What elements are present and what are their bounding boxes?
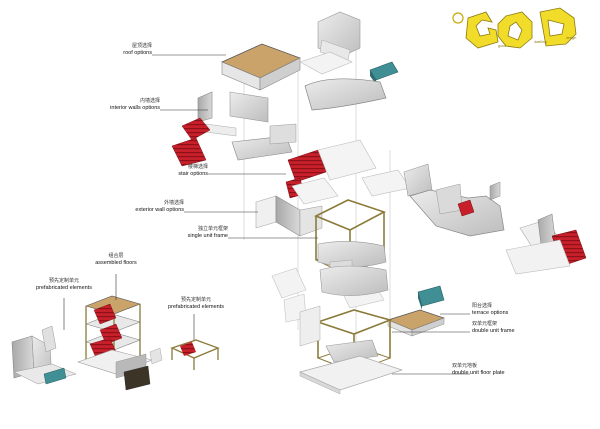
top-wall-element [317,11,361,61]
label-prefab-right-zh: 预先定制单元 [180,297,211,303]
label-prefab-right: 预先定制单元 prefabricated elements [158,297,234,310]
exterior-walls [255,195,323,237]
label-exterior-wall: 外墙选择 exterior wall options [106,200,184,213]
middle-ghost-blocks [291,139,411,205]
double-unit-floor-plate [298,355,404,395]
label-exterior-en: exterior wall options [135,206,184,213]
logo-word-dwelling: dwelling [534,40,547,44]
label-assembled-floors: 组合层 assembled floors [86,253,146,266]
label-roof-options: 屋顶选择 roof options [96,43,152,56]
far-right-elements [505,213,587,275]
label-prefab-left: 预先定制单元 prefabricated elements [26,278,102,291]
logo-mark [452,7,577,49]
label-stair-zh: 楼梯选择 [187,164,208,170]
label-single-unit-frame: 独立单元框架 single unit frame [160,226,228,239]
teal-box-top [369,61,399,84]
label-prefab-left-zh: 预先定制单元 [48,278,79,284]
label-roof-zh: 屋顶选择 [131,43,152,49]
label-interior-zh: 内墙选择 [139,98,160,104]
double-unit-walls [299,305,379,363]
label-interior-walls: 内墙选择 interior walls options [66,98,160,111]
logo-word-design: design [566,36,577,40]
label-terrace-zh: 阳台选择 [472,303,493,309]
label-double-frame-zh: 双单元框架 [472,321,498,327]
right-wall-cluster [403,163,505,237]
label-prefab-left-en: prefabricated elements [36,284,92,291]
label-floor-plate-en: double unit floor plate [452,369,505,376]
stair-left-top [171,117,211,167]
prefab-element-small [170,339,220,370]
logo-word-good: good [498,44,506,48]
label-double-unit-floor-plate: 双单元地板 double unit floor plate [452,363,552,376]
teal-box-terrace [417,285,445,310]
leader-lines [63,54,470,375]
label-exterior-zh: 外墙选择 [163,200,184,206]
label-terrace-options: 阳台选择 terrace options [472,303,542,316]
label-assembled-zh: 组合层 [108,253,124,259]
label-single-zh: 独立单元框架 [197,226,228,232]
prefab-stair-small [180,342,196,356]
label-single-en: single unit frame [187,232,228,239]
interior-walls [197,78,387,161]
label-terrace-en: terrace options [472,309,509,316]
label-double-frame-en: double unit frame [472,327,515,334]
label-stair-en: stair options [178,170,208,177]
label-roof-en: roof options [123,49,152,56]
assembled-floors-model [11,295,163,391]
roof-ghost [299,51,353,75]
label-double-unit-frame: 双单元框架 double unit frame [472,321,552,334]
label-prefab-right-en: prefabricated elements [168,303,224,310]
label-floor-plate-zh: 双单元地板 [452,363,478,369]
roof-options [220,43,302,91]
label-interior-en: interior walls options [110,104,160,111]
tower-mid-walls [319,265,389,296]
label-stair-options: 楼梯选择 stair options [150,164,208,177]
label-assembled-en: assembled floors [95,259,137,266]
